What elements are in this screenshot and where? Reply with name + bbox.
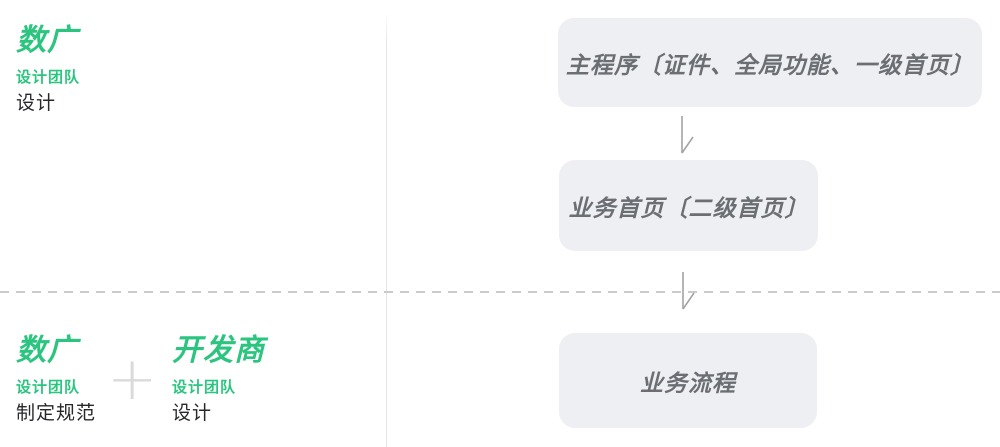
team-block-bottom-second: 开发商 设计团队 设计 [172, 334, 265, 424]
team-block-bottom-first: 数广 设计团队 制定规范 [16, 334, 97, 424]
team-name: 数广 [16, 24, 78, 57]
team-name: 数广 [16, 334, 78, 367]
arrow-down-icon [681, 116, 694, 154]
flow-node-business-home: 业务首页〔二级首页〕 [559, 160, 818, 251]
flow-node-business-process: 业务流程 [559, 333, 817, 428]
team-type-label: 设计团队 [172, 379, 237, 396]
team-responsibility: 设计 [16, 93, 57, 114]
team-type-label: 设计团队 [16, 69, 81, 86]
horizontal-dashed-divider [0, 291, 1000, 293]
flow-node-label: 业务首页〔二级首页〕 [568, 194, 809, 221]
team-block-top: 数广 设计团队 设计 [16, 24, 81, 114]
team-name: 开发商 [172, 334, 265, 367]
team-responsibility: 制定规范 [16, 403, 97, 424]
flow-node-label: 主程序〔证件、全局功能、一级首页〕 [566, 51, 974, 78]
team-responsibility: 设计 [172, 403, 213, 424]
flow-node-main-program: 主程序〔证件、全局功能、一级首页〕 [558, 18, 982, 107]
team-type-label: 设计团队 [16, 379, 81, 396]
flow-node-label: 业务流程 [640, 369, 736, 396]
vertical-divider [386, 12, 387, 447]
plus-icon: + [107, 344, 158, 414]
arrow-down-icon [682, 272, 695, 310]
